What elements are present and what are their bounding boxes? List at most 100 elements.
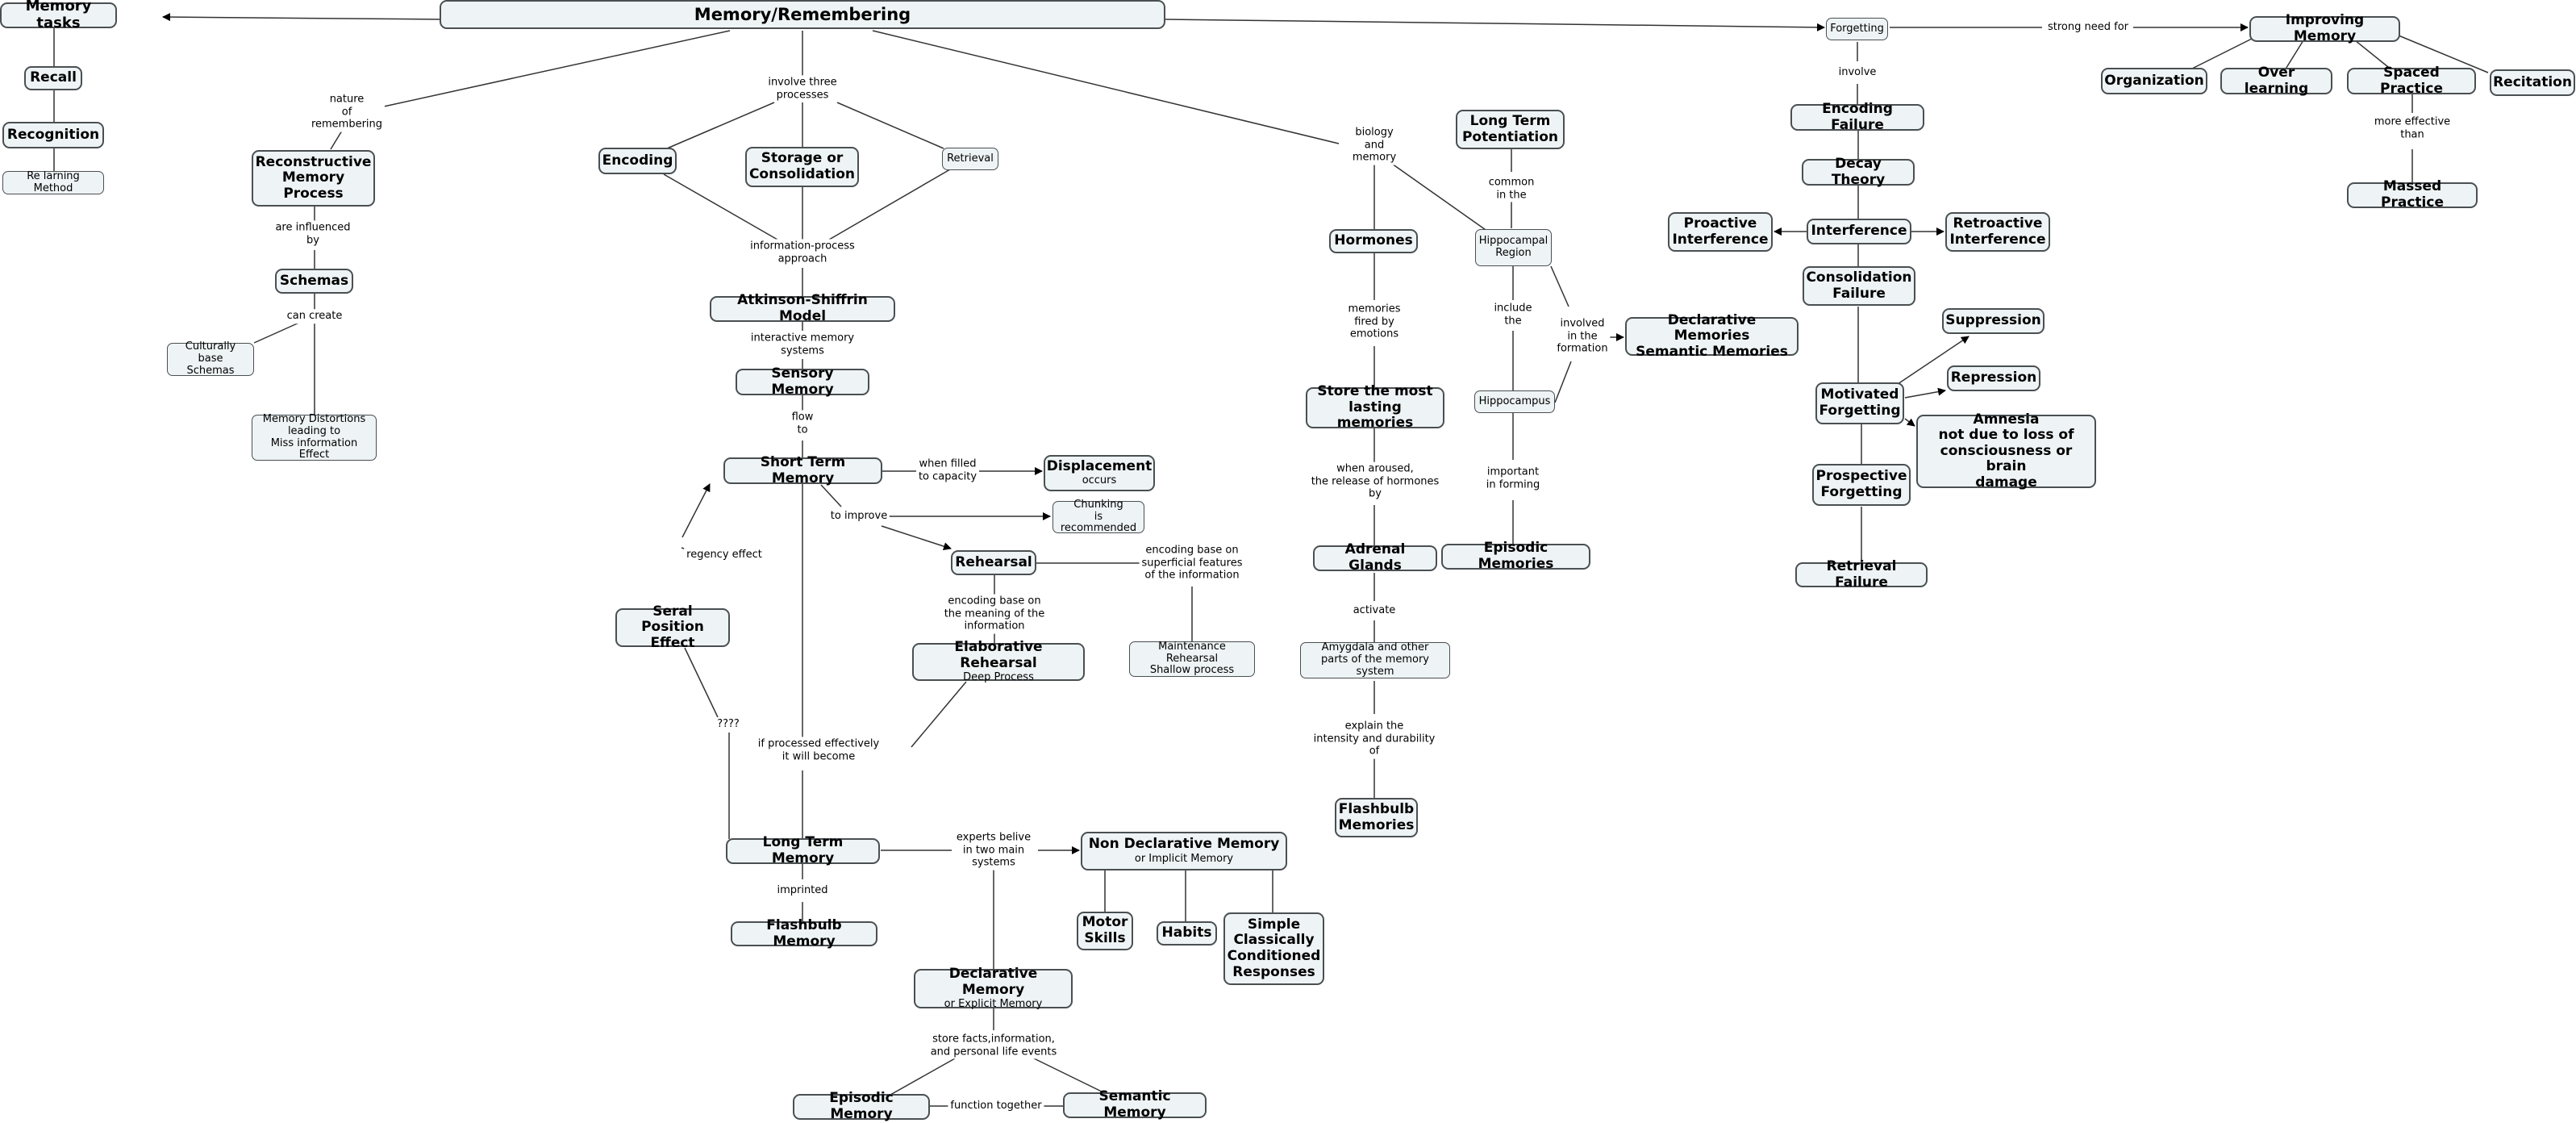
node-serial-position-effect[interactable]: Seral Position Effect bbox=[615, 603, 730, 650]
node-episodic-memories[interactable]: Episodic Memories bbox=[1441, 541, 1590, 572]
link-label-aroused: when aroused, the release of hormones by bbox=[1308, 461, 1442, 502]
node-flashbulb-memory[interactable]: Flashbulb Memory bbox=[731, 917, 877, 949]
link-label-when-filled: when filled to capacity bbox=[915, 457, 980, 484]
node-memory-distortions[interactable]: Memory Distortions leading to Miss infor… bbox=[252, 412, 377, 461]
node-label: Amnesia not due to loss of consciousness… bbox=[1938, 411, 2074, 491]
link-label-imprinted: imprinted bbox=[774, 883, 831, 898]
node-sublabel: Deep Process bbox=[963, 671, 1034, 684]
link-label-common: common in the bbox=[1486, 175, 1537, 202]
node-over-learning[interactable]: Over learning bbox=[2220, 65, 2332, 96]
link-label-strong-need: strong need for bbox=[2045, 20, 2132, 35]
node-maintenance-rehearsal[interactable]: Maintenance Rehearsal Shallow process bbox=[1129, 641, 1255, 677]
node-reconstructive-memory[interactable]: Reconstructive Memory Process bbox=[252, 150, 375, 207]
node-habits[interactable]: Habits bbox=[1157, 921, 1217, 946]
node-hippocampal-region[interactable]: Hippocampal Region bbox=[1475, 229, 1552, 266]
node-repression[interactable]: Repression bbox=[1947, 365, 2040, 391]
node-label: Simple Classically Conditioned Responses bbox=[1227, 916, 1321, 980]
node-label: Flashbulb Memories bbox=[1338, 800, 1415, 833]
node-recognition[interactable]: Recognition bbox=[2, 122, 104, 148]
node-semantic-memory[interactable]: Semantic Memory bbox=[1063, 1088, 1207, 1121]
link-label-store-facts: store facts,information, and personal li… bbox=[927, 1032, 1060, 1059]
node-flashbulb-memories[interactable]: Flashbulb Memories bbox=[1335, 798, 1418, 837]
node-hormones[interactable]: Hormones bbox=[1329, 229, 1418, 253]
node-rehearsal[interactable]: Rehearsal bbox=[951, 550, 1036, 575]
link-label-to-improve: to improve bbox=[827, 509, 890, 524]
node-label: Semantic Memory bbox=[1098, 1088, 1171, 1121]
node-label: Recall bbox=[30, 69, 77, 86]
node-memory-remembering[interactable]: Memory/Remembering bbox=[440, 0, 1165, 29]
node-encoding-failure[interactable]: Encoding Failure bbox=[1790, 100, 1924, 133]
node-long-term-memory[interactable]: Long Term Memory bbox=[726, 835, 880, 866]
node-spaced-practice[interactable]: Spaced Practice bbox=[2347, 65, 2476, 96]
node-label: Retroactive Interference bbox=[1949, 215, 2046, 248]
node-forgetting[interactable]: Forgetting bbox=[1826, 18, 1888, 40]
node-relearning-method[interactable]: Re larning Method bbox=[2, 170, 104, 194]
node-label: Prospective Forgetting bbox=[1815, 468, 1907, 500]
node-prospective-forgetting[interactable]: Prospective Forgetting bbox=[1812, 464, 1911, 506]
link-label-interactive: interactive memory systems bbox=[748, 331, 857, 358]
node-episodic-memory[interactable]: Episodic Memory bbox=[793, 1091, 930, 1122]
link-label-meaning: encoding base on the meaning of the info… bbox=[941, 594, 1048, 634]
node-label: Memory tasks bbox=[25, 0, 92, 31]
node-label: Atkinson-Shiffrin Model bbox=[737, 292, 868, 324]
node-label: Memory/Remembering bbox=[694, 4, 911, 24]
node-retrieval-failure[interactable]: Retrieval Failure bbox=[1795, 558, 1928, 590]
node-declarative-semantic-memories[interactable]: Declarative Memories Semantic Memories bbox=[1625, 312, 1799, 359]
node-massed-practice[interactable]: Massed Practice bbox=[2347, 178, 2478, 211]
node-label: Recitation bbox=[2493, 73, 2572, 90]
node-label: Organization bbox=[2104, 72, 2204, 89]
node-culturally-based-schemas[interactable]: Culturally base Schemas bbox=[167, 340, 254, 377]
node-label: Massed Practice bbox=[2381, 178, 2444, 211]
node-chunking[interactable]: Chunking is recommended bbox=[1052, 499, 1144, 534]
node-short-term-memory[interactable]: Short Term Memory bbox=[723, 454, 882, 486]
node-amnesia[interactable]: Amnesia not due to loss of consciousness… bbox=[1916, 411, 2096, 491]
node-encoding[interactable]: Encoding bbox=[598, 148, 677, 174]
node-suppression[interactable]: Suppression bbox=[1942, 308, 2045, 334]
node-retrieval[interactable]: Retrieval bbox=[942, 148, 998, 170]
node-decay-theory[interactable]: Decay Theory bbox=[1802, 155, 1915, 188]
node-label: Culturally base Schemas bbox=[185, 340, 236, 377]
node-hippocampus[interactable]: Hippocampus bbox=[1474, 390, 1555, 413]
node-label: Forgetting bbox=[1830, 22, 1884, 35]
node-schemas[interactable]: Schemas bbox=[275, 269, 353, 294]
node-label: Encoding Failure bbox=[1822, 100, 1893, 133]
node-interference[interactable]: Interference bbox=[1807, 219, 1911, 244]
node-sensory-memory[interactable]: Sensory Memory bbox=[736, 365, 869, 397]
node-lasting-memories[interactable]: Store the most lasting memories bbox=[1306, 383, 1444, 431]
node-memory-tasks[interactable]: Memory tasks bbox=[0, 0, 117, 31]
node-classically-conditioned[interactable]: Simple Classically Conditioned Responses bbox=[1223, 912, 1324, 985]
node-label: Declarative Memories Semantic Memories bbox=[1636, 311, 1788, 360]
node-label: Adrenal Glands bbox=[1344, 541, 1406, 574]
node-label: Encoding bbox=[602, 152, 673, 169]
node-label: Reconstructive Memory Process bbox=[255, 153, 372, 202]
node-label: Flashbulb Memory bbox=[766, 916, 842, 950]
node-improving-memory[interactable]: Improving Memory bbox=[2249, 13, 2400, 44]
node-proactive-interference[interactable]: Proactive Interference bbox=[1668, 212, 1773, 252]
link-label-involve-three: involve three processes bbox=[765, 75, 840, 102]
node-motor-skills[interactable]: Motor Skills bbox=[1077, 912, 1133, 950]
node-amygdala[interactable]: Amygdala and other parts of the memory s… bbox=[1300, 641, 1450, 678]
node-consolidation-failure[interactable]: Consolidation Failure bbox=[1803, 266, 1915, 306]
node-retroactive-interference[interactable]: Retroactive Interference bbox=[1945, 212, 2050, 252]
node-recitation[interactable]: Recitation bbox=[2490, 69, 2575, 96]
node-storage-consolidation[interactable]: Storage or Consolidation bbox=[745, 147, 859, 187]
node-label: Hippocampal Region bbox=[1478, 235, 1549, 259]
node-motivated-forgetting[interactable]: Motivated Forgetting bbox=[1815, 382, 1904, 424]
node-organization[interactable]: Organization bbox=[2101, 68, 2207, 94]
node-recall[interactable]: Recall bbox=[24, 66, 82, 90]
node-sublabel: or Explicit Memory bbox=[944, 998, 1043, 1011]
node-long-term-potentiation[interactable]: Long Term Potentiation bbox=[1456, 110, 1565, 149]
node-adrenal-glands[interactable]: Adrenal Glands bbox=[1313, 541, 1437, 574]
node-label: Habits bbox=[1161, 925, 1212, 941]
node-label: Amygdala and other parts of the memory s… bbox=[1320, 641, 1429, 678]
node-label: Decay Theory bbox=[1831, 155, 1886, 188]
link-label-question: ???? bbox=[715, 717, 742, 732]
node-sublabel: or Implicit Memory bbox=[1134, 852, 1234, 865]
node-atkinson-shiffrin[interactable]: Atkinson-Shiffrin Model bbox=[710, 292, 895, 324]
link-label-nature: nature of remembering bbox=[308, 92, 386, 132]
node-label: Memory Distortions leading to Miss infor… bbox=[262, 412, 366, 461]
